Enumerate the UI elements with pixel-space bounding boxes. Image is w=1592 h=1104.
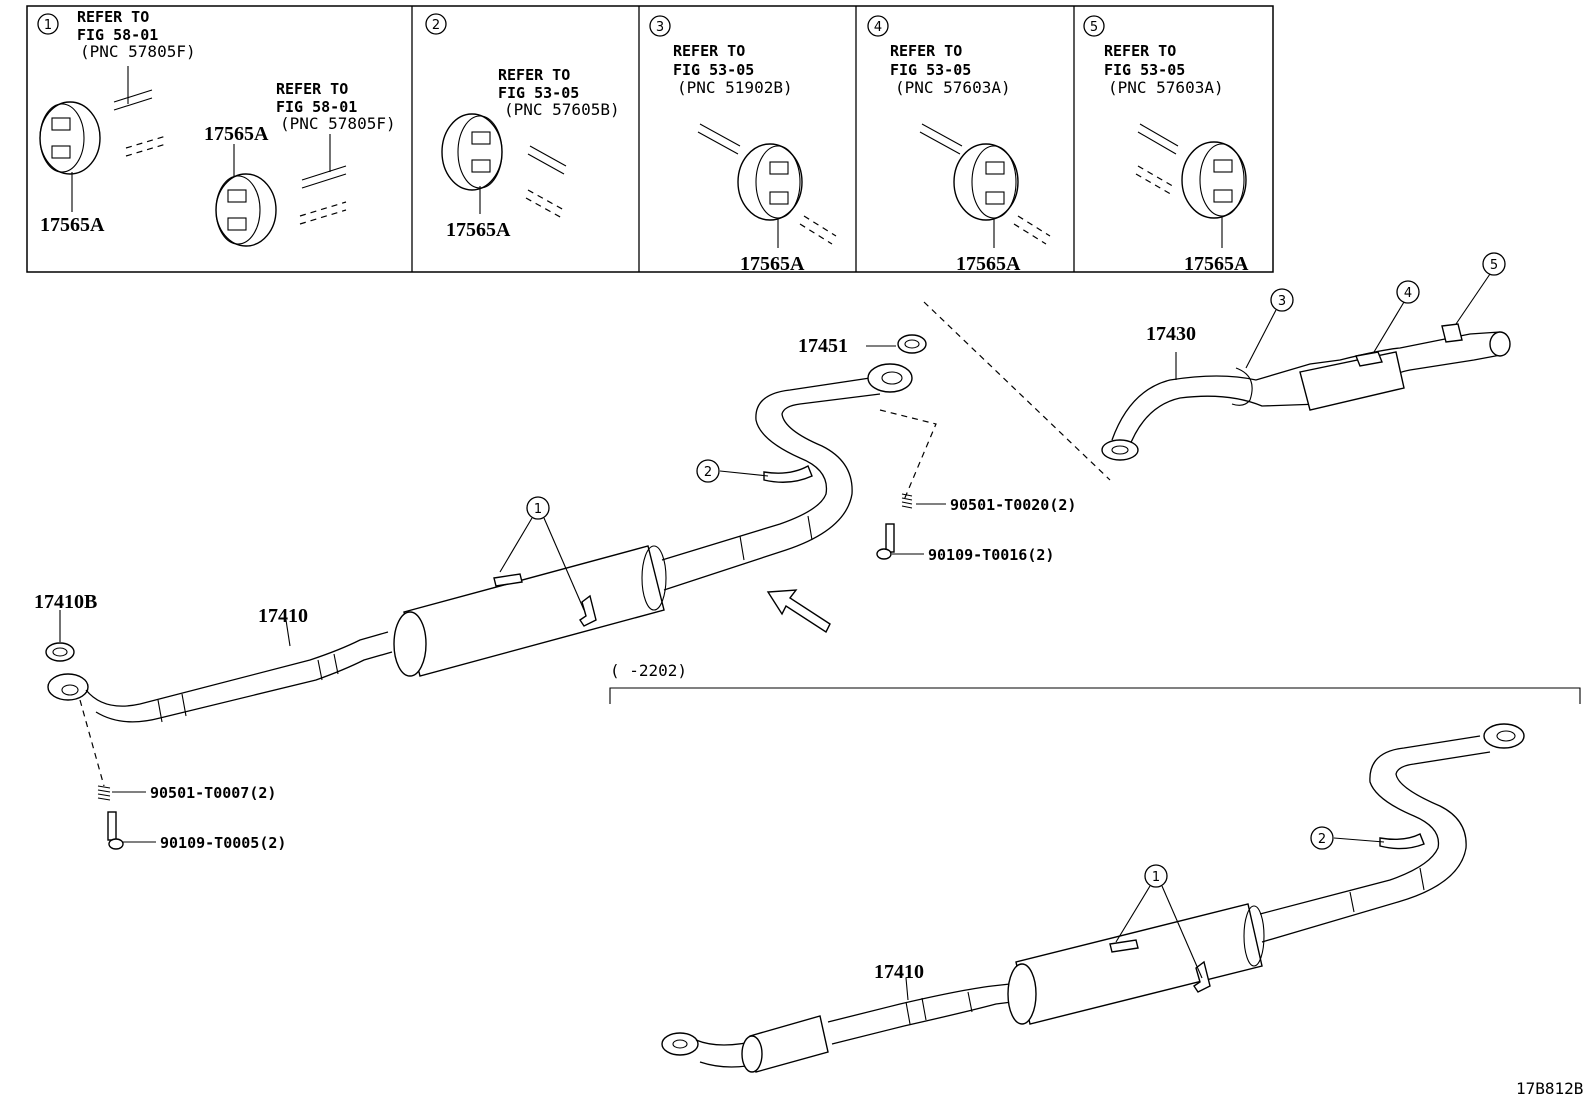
- inset-2: 2 REFER TO FIG 53-05 (PNC 57605B) 17565A: [425, 13, 620, 241]
- spring-icon: [97, 785, 111, 801]
- front-flange: [45, 642, 89, 701]
- inset-1-ref-line1: REFER TO: [77, 8, 149, 26]
- inset-5: 5 REFER TO FIG 53-05 (PNC 57603A) 17565A: [1083, 15, 1249, 275]
- label-bolt-lower: 90109-T0005(2): [160, 834, 286, 852]
- inset-panel: [26, 5, 1274, 273]
- rubber-hanger-icon: [215, 173, 277, 247]
- inset-5-ref-line3: (PNC 57603A): [1108, 78, 1224, 97]
- inset-1-number: 1: [44, 18, 52, 33]
- inset-4-ref-line3: (PNC 57603A): [895, 78, 1011, 97]
- inset-1-ref-line3: (PNC 57805F): [80, 42, 196, 61]
- inset-4-ref-line1: REFER TO: [890, 42, 962, 60]
- inset-5-part: 17565A: [1184, 253, 1249, 275]
- label-spring-upper: 90501-T0020(2): [950, 496, 1076, 514]
- inset-4-ref-line2: FIG 53-05: [890, 61, 971, 79]
- label-17410-lower: 17410: [874, 961, 924, 983]
- inset-5-ref-line2: FIG 53-05: [1104, 61, 1185, 79]
- callout-4: 4: [1404, 286, 1412, 301]
- callout-2-upper: 2: [704, 465, 712, 480]
- label-range: ( -2202): [610, 661, 687, 680]
- inset-1-ref2-line3: (PNC 57805F): [280, 114, 396, 133]
- tail-pipe-assembly: 17430 3 4 5: [1101, 252, 1511, 461]
- callout-1-upper: 1: [534, 502, 542, 517]
- label-spring-lower: 90501-T0007(2): [150, 784, 276, 802]
- inset-4-part: 17565A: [956, 253, 1021, 275]
- label-bolt-upper: 90109-T0016(2): [928, 546, 1054, 564]
- inset-2-ref-line2: FIG 53-05: [498, 84, 579, 102]
- inset-3-ref-line2: FIG 53-05: [673, 61, 754, 79]
- range-bracket: [609, 687, 1581, 704]
- rubber-hanger-icon: [953, 143, 1019, 221]
- rear-flange: [867, 334, 927, 393]
- inset-1-part-b: 17565A: [204, 123, 269, 145]
- label-17410b: 17410B: [34, 591, 97, 613]
- inset-4: 4 REFER TO FIG 53-05 (PNC 57603A) 17565A: [867, 15, 1051, 275]
- bolt-icon: [876, 523, 895, 560]
- bolt-icon: [107, 811, 124, 850]
- rubber-hanger-icon: [737, 143, 803, 221]
- callout-2-lower: 2: [1318, 832, 1326, 847]
- main-muffler: [393, 545, 667, 677]
- rubber-hanger-icon: [39, 101, 101, 175]
- label-17410: 17410: [258, 605, 308, 627]
- rubber-hanger-icon: [441, 113, 503, 191]
- inset-2-number: 2: [432, 18, 440, 33]
- inset-1-ref2-line2: FIG 58-01: [276, 98, 357, 116]
- rubber-hanger-icon: [1181, 141, 1247, 219]
- gasket-17451: [897, 334, 927, 354]
- inset-1-ref-line2: FIG 58-01: [77, 26, 158, 44]
- inset-2-part: 17565A: [446, 219, 511, 241]
- inset-1-part-a: 17565A: [40, 214, 105, 236]
- figure-code: 17B812B: [1516, 1079, 1583, 1098]
- inset-2-ref-line1: REFER TO: [498, 66, 570, 84]
- inset-4-number: 4: [874, 20, 882, 35]
- label-17451: 17451: [798, 335, 848, 357]
- spring-icon: [901, 493, 913, 509]
- lower-exhaust-assembly: 17410 1 2: [661, 723, 1525, 1073]
- catalytic-converter: [741, 1015, 829, 1073]
- lower-muffler: [1007, 903, 1265, 1025]
- front-direction-arrow-icon: [766, 589, 831, 634]
- inset-3-ref-line3: (PNC 51902B): [677, 78, 793, 97]
- gasket-17410b: [45, 642, 75, 662]
- inset-3-number: 3: [656, 20, 664, 35]
- inset-3-ref-line1: REFER TO: [673, 42, 745, 60]
- inset-5-ref-line1: REFER TO: [1104, 42, 1176, 60]
- inset-5-number: 5: [1090, 20, 1098, 35]
- label-17430: 17430: [1146, 323, 1196, 345]
- inset-3-part: 17565A: [740, 253, 805, 275]
- inset-3: 3 REFER TO FIG 53-05 (PNC 51902B) 17565A: [649, 15, 837, 275]
- connector-dashed: [923, 301, 1111, 481]
- callout-3: 3: [1278, 294, 1286, 309]
- upper-exhaust-assembly: 17410B 17451 17410 1: [34, 334, 1076, 852]
- callout-1-lower: 1: [1152, 870, 1160, 885]
- inset-1: 1 REFER TO FIG 58-01 (PNC 57805F) REFER …: [37, 8, 396, 247]
- inset-2-ref-line3: (PNC 57605B): [504, 100, 620, 119]
- callout-5: 5: [1490, 258, 1498, 273]
- inset-1-ref2-line1: REFER TO: [276, 80, 348, 98]
